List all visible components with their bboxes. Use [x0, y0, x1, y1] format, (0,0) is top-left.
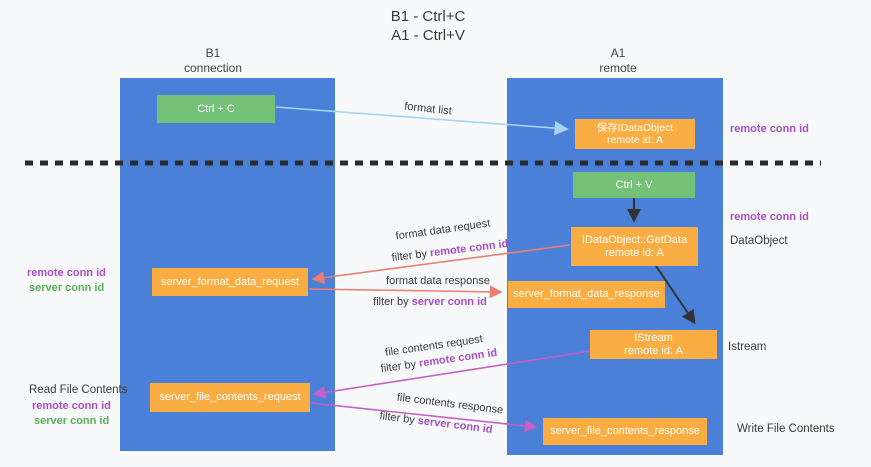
format-data-request-filter-label: filter by remote conn id: [391, 238, 509, 264]
format-list-label: format list: [403, 100, 453, 118]
right-column-header: A1 remote: [599, 46, 636, 76]
right-remote-conn-id-mid-label: remote conn id: [730, 211, 809, 223]
filter-by-text-1: filter by: [391, 247, 431, 265]
ctrl-c-label: Ctrl + C: [197, 102, 235, 115]
server-format-data-request-label: server_format_data_request: [160, 275, 300, 288]
left-remote-conn-id-2-label: remote conn id: [32, 400, 111, 412]
remote-conn-id-highlight-1: remote conn id: [429, 237, 509, 260]
filter-by-text-3: filter by: [380, 357, 420, 376]
left-column-header: B1 connection: [184, 46, 242, 76]
server-format-data-response-box: server_format_data_response: [508, 281, 665, 308]
left-server-conn-id-2-label: server conn id: [34, 415, 110, 427]
right-remote-conn-id-top-label: remote conn id: [730, 123, 809, 135]
format-data-response-label: format data response: [386, 275, 490, 287]
getdata-box: IDataObject::GetData remote id: A: [571, 227, 698, 266]
title-line1: B1 - Ctrl+C: [390, 8, 466, 25]
server-format-data-response-label: server_format_data_response: [513, 288, 660, 300]
getdata-line1: IDataObject::GetData: [581, 233, 688, 246]
save-dataobject-line1: 保存IDataObject: [596, 121, 674, 134]
left-remote-conn-id-1-label: remote conn id: [27, 267, 106, 279]
server-file-contents-request-box: server_file_contents_request: [150, 383, 310, 412]
right-column-role: remote: [599, 61, 637, 75]
ctrl-v-box: Ctrl + V: [573, 172, 695, 198]
file-contents-response-filter-label: filter by server conn id: [379, 410, 493, 436]
istream-box: IStream remote id: A: [590, 330, 717, 359]
getdata-line2: remote id: A: [605, 246, 664, 259]
server-format-data-request-box: server_format_data_request: [152, 268, 308, 296]
write-file-contents-label: Write File Contents: [737, 423, 835, 435]
format-data-response-filter-label: filter by server conn id: [373, 296, 487, 308]
file-contents-response-label: file contents response: [396, 391, 504, 417]
left-server-conn-id-1-label: server conn id: [29, 282, 105, 294]
ctrl-c-box: Ctrl + C: [157, 95, 275, 123]
server-file-contents-response-box: server_file_contents_response: [543, 418, 707, 445]
istream-line2: remote id: A: [624, 344, 683, 357]
istream-side-label: Istream: [728, 341, 767, 353]
right-column-name: A1: [610, 46, 626, 60]
save-dataobject-line2: remote id: A: [606, 134, 664, 146]
ctrl-v-label: Ctrl + V: [615, 178, 653, 191]
server-file-contents-response-label: server_file_contents_response: [550, 425, 700, 437]
dataobject-label: DataObject: [730, 235, 788, 247]
istream-line1: IStream: [634, 331, 673, 344]
server-file-contents-request-label: server_file_contents_request: [159, 391, 301, 403]
left-column-role: connection: [183, 61, 243, 75]
filter-by-text-4: filter by: [378, 410, 419, 427]
read-file-contents-label: Read File Contents: [29, 384, 128, 396]
server-conn-id-highlight-2: server conn id: [417, 414, 494, 436]
save-dataobject-box: 保存IDataObject remote id: A: [575, 119, 695, 149]
format-data-request-label: format data request: [394, 217, 492, 243]
title-line2: A1 - Ctrl+V: [391, 27, 465, 44]
server-conn-id-highlight-1: server conn id: [411, 296, 487, 308]
arrow-format-data-response: [308, 285, 503, 299]
left-column-name: B1: [205, 46, 221, 60]
diagram-title: B1 - Ctrl+C A1 - Ctrl+V: [391, 7, 466, 45]
filter-by-text-2: filter by: [373, 296, 412, 308]
